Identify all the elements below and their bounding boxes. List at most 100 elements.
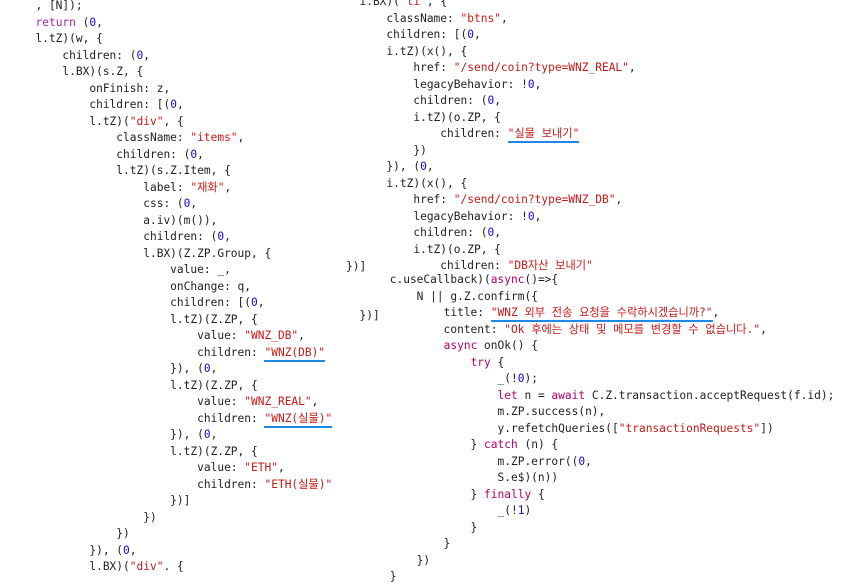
code-token: , { [426, 0, 448, 8]
keyword-token: await [551, 388, 586, 402]
code-token: }) [383, 553, 431, 567]
code-token [383, 356, 471, 369]
code-line: value: _, [22, 262, 350, 279]
code-token: className: [346, 11, 461, 25]
code-token: { [490, 355, 505, 369]
code-line: title: "WNZ 외부 전송 요청을 수락하시겠습니까?", [383, 305, 845, 322]
code-token: title: [383, 306, 491, 319]
code-token: value: [22, 461, 245, 474]
code-line: i.tZ)(o.ZP, { [346, 242, 846, 259]
code-token: , [534, 209, 542, 223]
keyword-token: 0 [203, 428, 211, 441]
code-token: , [311, 395, 319, 408]
string-token: "WNZ(실물)" [264, 411, 333, 428]
code-token: children: ( [22, 48, 137, 62]
code-line: return (0, [22, 15, 350, 32]
code-line: children: [(0, [346, 27, 846, 44]
string-token: "/send/coin?type=WNZ_REAL" [453, 61, 629, 74]
keyword-token: finally [484, 487, 532, 501]
code-token: (n) { [517, 438, 559, 451]
code-line: legacyBehavior: !0, [346, 77, 846, 94]
keyword-token: 0 [89, 15, 97, 29]
code-token: } [383, 570, 397, 583]
code-line: _(!1) [383, 503, 845, 520]
code-token: , [474, 28, 481, 41]
code-token: N || g.Z.confirm({ [383, 289, 538, 303]
string-token: "div" [129, 560, 164, 573]
code-line: } finally { [383, 487, 845, 504]
keyword-token: 0 [203, 362, 211, 375]
code-token: } [383, 438, 485, 451]
code-panel-left: , [N]); return (0, l.tZ)(w, { children: … [22, 0, 350, 576]
code-token: onOk() { [477, 339, 538, 352]
code-line: }) [383, 553, 845, 570]
code-token: m.ZP.error(( [383, 454, 579, 468]
code-token: l.tZ)(w, { [22, 32, 103, 45]
keyword-token: 1 [517, 504, 525, 517]
string-token: "WNZ_DB" [244, 329, 299, 342]
code-panel-right-top: i.BX)("li", { className: "btns", childre… [346, 0, 846, 324]
code-token: l.tZ)(s.Z.Item, { [22, 164, 231, 177]
string-token: "transactionRequests" [618, 421, 761, 435]
code-token: ) [524, 504, 532, 517]
code-token: , [426, 160, 434, 173]
code-token: l.tZ)(Z.ZP, { [22, 312, 258, 326]
code-token: . { [163, 560, 184, 573]
code-line: l.tZ)(w, { [22, 31, 350, 48]
code-line: css: (0, [22, 196, 350, 213]
code-line: children: (0, [346, 93, 846, 110]
code-token: } [383, 537, 451, 550]
code-token: , [712, 306, 720, 319]
code-token: , [176, 98, 184, 111]
code-line: children: "DB자산 보내기" [346, 258, 846, 275]
code-token: i.BX)( [346, 0, 400, 8]
code-token: , [237, 131, 245, 144]
code-token: , [494, 94, 501, 107]
code-token: , [760, 322, 767, 336]
code-token: }) [22, 510, 157, 524]
code-line: children: (0, [22, 48, 350, 65]
code-line: y.refetchQueries(["transactionRequests"]… [383, 421, 845, 438]
code-line: N || g.Z.confirm({ [383, 289, 845, 306]
code-line: }) [22, 510, 350, 527]
string-token: "Ok 후에는 상태 및 메모를 변경할 수 없습니다." [504, 322, 761, 336]
code-line: className: "btns", [346, 11, 846, 28]
keyword-token: try [470, 355, 491, 369]
keyword-token: let [497, 388, 518, 402]
string-token: "items" [190, 131, 238, 144]
code-token: }), ( [22, 543, 124, 557]
code-token: }) [346, 143, 427, 157]
code-token: l.tZ)(Z.ZP, { [22, 444, 258, 458]
string-token: "div" [129, 114, 164, 128]
code-line: children: "WNZ(DB)" [22, 345, 350, 362]
code-line: l.tZ)(Z.ZP, { [22, 444, 350, 461]
code-line: l.tZ)("div", { [22, 114, 350, 131]
code-line: className: "items", [22, 130, 350, 147]
string-token: "ETH" [244, 461, 278, 474]
code-token: }), ( [346, 160, 421, 173]
code-line: try { [383, 355, 845, 372]
code-line: value: "WNZ_REAL", [22, 394, 350, 411]
string-token: "li" [399, 0, 427, 8]
code-token [383, 339, 444, 352]
keyword-token: 0 [183, 197, 191, 210]
code-token: , [129, 543, 137, 557]
code-token: legacyBehavior: ! [346, 209, 528, 223]
code-token: { [531, 487, 545, 501]
code-line: } catch (n) { [383, 437, 845, 454]
code-token: l.BX)(Z.ZP.Group, { [22, 246, 272, 260]
code-token: children: [22, 477, 265, 491]
code-token: y.refetchQueries([ [383, 421, 619, 435]
code-token: , [197, 147, 204, 161]
code-line: l.BX)(Z.ZP.Group, { [22, 246, 350, 263]
code-token [22, 16, 35, 29]
code-line: }) [22, 526, 350, 543]
code-token: } [383, 487, 485, 501]
code-line: let n = await C.Z.transaction.acceptRequ… [383, 388, 845, 405]
code-token: i.tZ)(x(), { [346, 176, 468, 190]
code-line: children: "ETH(실물)" [22, 477, 350, 494]
code-token: ()=>{ [524, 273, 559, 286]
code-token: }), ( [22, 428, 204, 441]
code-token: , [210, 362, 218, 375]
code-token: label: [22, 180, 191, 194]
